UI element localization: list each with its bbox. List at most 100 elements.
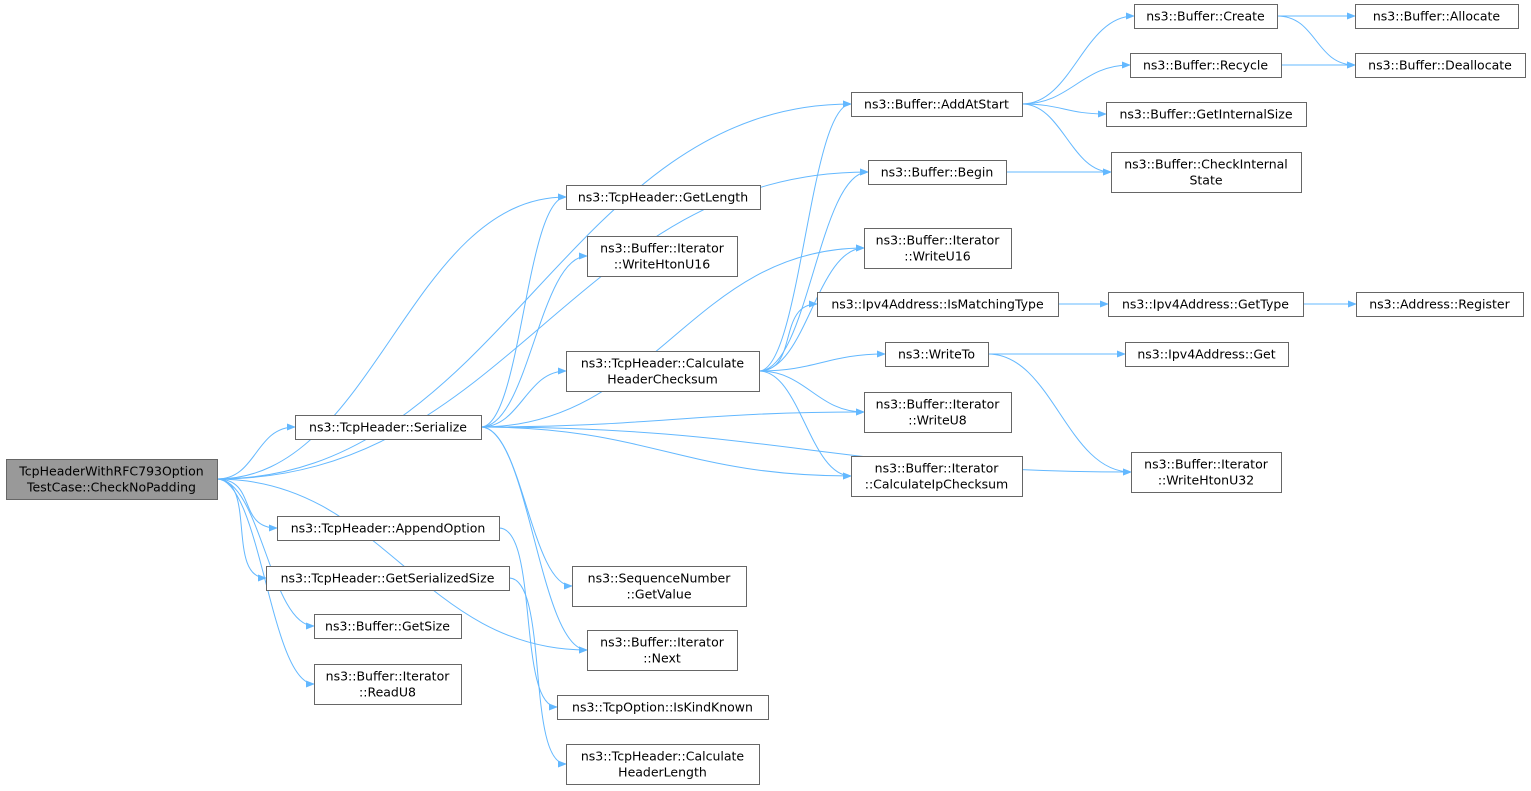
node-iterator-next[interactable]: ns3::Buffer::Iterator::Next (587, 630, 738, 671)
node-root[interactable]: TcpHeaderWithRFC793OptionTestCase::Check… (6, 459, 218, 500)
node-label: ns3::Buffer::Iterator (1144, 457, 1269, 472)
node-label: ::GetValue (626, 587, 691, 602)
edge-calc_header_checksum-to-iterator_calc_ip_checksum (758, 370, 852, 480)
node-box (587, 236, 738, 277)
node-label: ns3::Buffer::Iterator (600, 241, 725, 256)
node-label: ns3::Buffer::GetSize (325, 619, 450, 634)
node-label: ns3::Ipv4Address::GetType (1122, 297, 1289, 312)
edge-serialize-to-sequence_get_value (480, 426, 573, 590)
node-box (851, 456, 1023, 497)
node-label: ns3::TcpHeader::GetSerializedSize (281, 571, 495, 586)
edge-serialize-to-iterator_write_u16 (480, 244, 865, 428)
node-label: ns3::Buffer::Begin (881, 165, 994, 180)
edge-write_to-to-iterator_write_hton_u32 (987, 353, 1132, 476)
node-buffer-get-size[interactable]: ns3::Buffer::GetSize (314, 614, 462, 639)
node-buffer-allocate[interactable]: ns3::Buffer::Allocate (1355, 4, 1519, 29)
node-iterator-write-u8[interactable]: ns3::Buffer::Iterator::WriteU8 (864, 392, 1012, 433)
node-box (314, 614, 462, 639)
node-buffer-deallocate[interactable]: ns3::Buffer::Deallocate (1355, 53, 1526, 78)
node-label: TcpHeaderWithRFC793Option (18, 464, 203, 479)
node-label: ns3::SequenceNumber (588, 571, 732, 586)
edge-calc_header_checksum-to-iterator_write_u8 (758, 370, 865, 416)
node-label: ns3::Buffer::Allocate (1373, 9, 1501, 24)
node-label: ns3::TcpHeader::Calculate (581, 356, 745, 371)
node-box (587, 630, 738, 671)
node-box (572, 566, 747, 607)
node-iterator-write-hton-u16[interactable]: ns3::Buffer::Iterator::WriteHtonU16 (587, 236, 738, 277)
node-label: ns3::Address::Register (1369, 297, 1510, 312)
node-tcp-get-length[interactable]: ns3::TcpHeader::GetLength (566, 185, 761, 210)
node-label: ::CalculateIpChecksum (865, 477, 1009, 492)
node-label: ns3::TcpHeader::AppendOption (291, 521, 486, 536)
edge-root-to-buffer_add_at_start (216, 100, 852, 480)
node-buffer-recycle[interactable]: ns3::Buffer::Recycle (1130, 53, 1282, 78)
node-box (295, 415, 482, 440)
edge-root-to-get_serialized_size (216, 478, 267, 582)
node-ipv4-is-matching-type[interactable]: ns3::Ipv4Address::IsMatchingType (817, 292, 1059, 317)
node-box (1106, 102, 1307, 127)
node-label: ns3::Ipv4Address::IsMatchingType (831, 297, 1044, 312)
node-sequence-get-value[interactable]: ns3::SequenceNumber::GetValue (572, 566, 747, 607)
node-ipv4-get[interactable]: ns3::Ipv4Address::Get (1125, 342, 1289, 367)
node-box (817, 292, 1059, 317)
node-box (868, 160, 1007, 185)
edge-layer (216, 12, 1357, 768)
edge-root-to-iterator_next (216, 478, 588, 654)
node-buffer-begin[interactable]: ns3::Buffer::Begin (868, 160, 1007, 185)
edge-append_option-to-tcpoption_is_kind_known (498, 527, 558, 711)
node-label: ::WriteHtonU16 (614, 257, 710, 272)
node-box (6, 459, 218, 500)
node-iterator-write-hton-u32[interactable]: ns3::Buffer::Iterator::WriteHtonU32 (1131, 452, 1282, 493)
node-box (1355, 4, 1519, 29)
edge-root-to-tcp_get_length (216, 193, 567, 480)
edge-serialize-to-calc_header_checksum (480, 367, 567, 428)
node-buffer-create[interactable]: ns3::Buffer::Create (1134, 4, 1278, 29)
edge-serialize-to-iterator_calc_ip_checksum (480, 426, 852, 480)
node-write-to[interactable]: ns3::WriteTo (885, 342, 989, 367)
edge-calc_header_checksum-to-buffer_add_at_start (758, 100, 852, 372)
node-ipv4-get-type[interactable]: ns3::Ipv4Address::GetType (1108, 292, 1304, 317)
node-label: ::WriteHtonU32 (1158, 473, 1254, 488)
node-label: State (1189, 173, 1222, 188)
edge-buffer_create-to-buffer_deallocate (1276, 15, 1356, 69)
node-buffer-add-at-start[interactable]: ns3::Buffer::AddAtStart (851, 92, 1023, 117)
edge-root-to-append_option (216, 478, 278, 532)
node-label: ns3::TcpHeader::GetLength (578, 190, 748, 205)
node-serialize[interactable]: ns3::TcpHeader::Serialize (295, 415, 482, 440)
node-box (566, 744, 760, 785)
node-label: ns3::Buffer::Iterator (875, 461, 1000, 476)
node-label: ns3::Buffer::Iterator (600, 635, 725, 650)
edge-root-to-buffer_get_size (216, 478, 315, 630)
node-label: ns3::Buffer::Create (1146, 9, 1265, 24)
node-label: ns3::Buffer::Iterator (326, 669, 451, 684)
node-append-option[interactable]: ns3::TcpHeader::AppendOption (277, 516, 500, 541)
node-buffer-get-internal-size[interactable]: ns3::Buffer::GetInternalSize (1106, 102, 1307, 127)
node-label: ::WriteU16 (904, 249, 971, 264)
node-box (566, 351, 760, 392)
node-label: ns3::Ipv4Address::Get (1137, 347, 1275, 362)
node-label: ns3::Buffer::Recycle (1143, 58, 1268, 73)
node-get-serialized-size[interactable]: ns3::TcpHeader::GetSerializedSize (266, 566, 510, 591)
node-box (864, 392, 1012, 433)
edge-buffer_add_at_start-to-buffer_recycle (1021, 61, 1131, 105)
node-box (885, 342, 989, 367)
edge-root-to-iterator_read_u8 (216, 478, 315, 688)
node-label: ns3::Buffer::Iterator (876, 397, 1001, 412)
node-label: ns3::TcpOption::IsKindKnown (572, 700, 753, 715)
node-label: ns3::WriteTo (898, 347, 975, 362)
node-iterator-calc-ip-checksum[interactable]: ns3::Buffer::Iterator::CalculateIpChecks… (851, 456, 1023, 497)
node-address-register[interactable]: ns3::Address::Register (1356, 292, 1524, 317)
node-tcpoption-is-kind-known[interactable]: ns3::TcpOption::IsKindKnown (557, 695, 769, 720)
node-label: ns3::TcpHeader::Calculate (581, 749, 745, 764)
node-box (557, 695, 769, 720)
node-box (1134, 4, 1278, 29)
node-iterator-write-u16[interactable]: ns3::Buffer::Iterator::WriteU16 (864, 228, 1012, 269)
node-box (1130, 53, 1282, 78)
node-iterator-read-u8[interactable]: ns3::Buffer::Iterator::ReadU8 (314, 664, 462, 705)
node-label: ns3::Buffer::Iterator (876, 233, 1001, 248)
node-label: ns3::Buffer::GetInternalSize (1119, 107, 1292, 122)
